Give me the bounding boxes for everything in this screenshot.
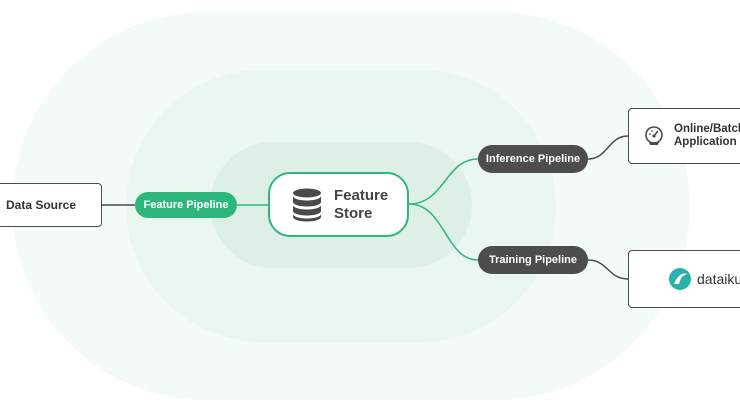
dataiku-logo-icon [669,268,691,290]
inference-pipeline-node[interactable]: Inference Pipeline [478,145,588,173]
training-pipeline-node[interactable]: Training Pipeline [478,246,588,274]
feature-pipeline-label: Feature Pipeline [143,199,229,211]
feature-pipeline-node[interactable]: Feature Pipeline [135,192,237,218]
connector-store-to-inference [408,158,479,205]
connector-training-to-dataiku [587,259,629,280]
gauge-icon [643,125,665,147]
dataiku-node[interactable]: dataiku [628,250,740,308]
feature-store-node[interactable]: Feature Store [268,172,409,237]
online-batch-application-label: Online/Batch Application [674,123,740,148]
connector-inference-to-application [587,135,629,160]
online-batch-application-node[interactable]: Online/Batch Application [628,108,740,164]
inference-pipeline-label: Inference Pipeline [485,153,581,165]
database-icon [292,188,322,222]
feature-store-label: Feature Store [334,186,389,222]
data-source-node[interactable]: Data Source [0,183,102,227]
training-pipeline-label: Training Pipeline [488,254,578,266]
dataiku-label: dataiku [697,271,740,287]
data-source-label: Data Source [6,198,77,212]
connector-store-to-training [408,203,479,261]
